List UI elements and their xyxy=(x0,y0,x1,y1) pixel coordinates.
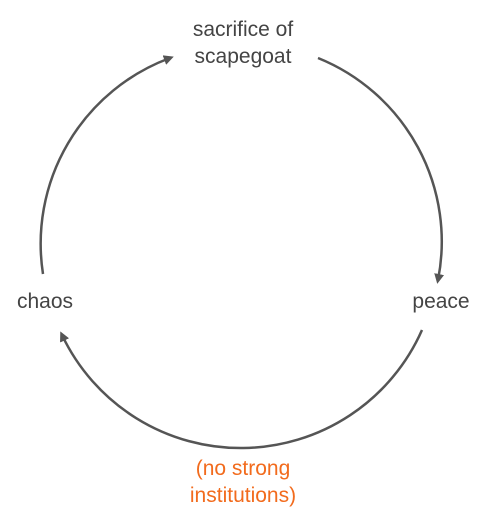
node-chaos: chaos xyxy=(16,290,74,313)
node-sacrifice-of-scapegoat: sacrifice of scapegoat xyxy=(192,18,294,68)
annotation-no-strong-institutions: (no strong institutions) xyxy=(189,457,297,507)
arrow-scapegoat-to-peace xyxy=(317,56,445,284)
node-peace: peace xyxy=(412,290,470,313)
arrow-chaos-to-scapegoat xyxy=(39,55,174,275)
arrow-peace-to-chaos xyxy=(60,329,424,450)
